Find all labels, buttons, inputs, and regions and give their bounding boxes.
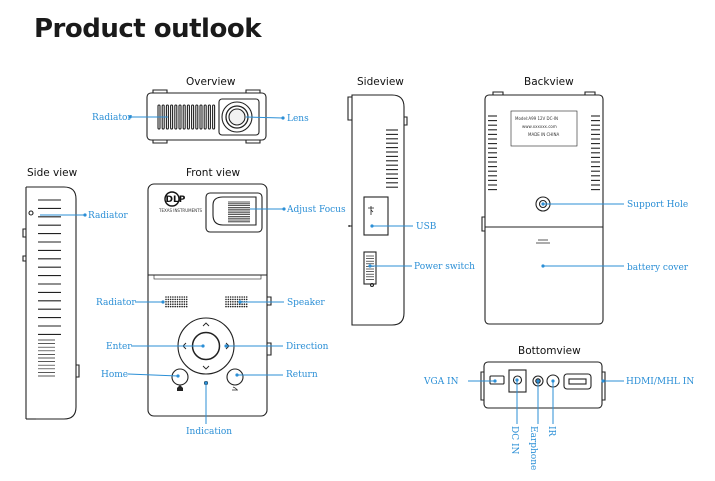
power-switch-ridges: [366, 255, 374, 280]
page-title: Product outlook: [34, 14, 261, 44]
overview-heading: Overview: [186, 76, 236, 88]
callout-labels: Radiator Lens Adjust Focus Radiator Radi…: [88, 113, 694, 470]
callout-dc-in: DC IN: [509, 426, 519, 455]
callout-radiator-side: Radiator: [88, 211, 128, 221]
callout-radiator-top: Radiator: [92, 113, 132, 123]
callout-radiator-front: Radiator: [96, 298, 136, 308]
bottomview-heading: Bottomview: [518, 345, 581, 357]
callout-power-switch: Power switch: [414, 262, 475, 272]
callout-usb: USB: [416, 222, 437, 232]
callout-speaker: Speaker: [287, 298, 325, 308]
callout-ir: IR: [546, 426, 556, 437]
callout-adjust-focus: Adjust Focus: [286, 205, 346, 215]
callout-vga-in: VGA IN: [423, 377, 459, 387]
rating-label: Model:A99 12V DC-IN www.xxxxxx.com MADE …: [515, 116, 559, 137]
callout-lens: Lens: [287, 114, 309, 124]
rating-label-line3: MADE IN CHINA: [528, 132, 559, 137]
callout-leaders: [40, 115, 624, 424]
sideview-device: [347, 94, 408, 326]
dlp-logo-subtext: TEXAS INSTRUMENTS: [158, 208, 203, 213]
sideview-vent-slots: [386, 129, 398, 188]
callout-direction: Direction: [286, 342, 329, 352]
callout-earphone: Earphone: [528, 426, 538, 470]
backview-device: [481, 91, 604, 325]
callout-enter: Enter: [106, 342, 132, 352]
rating-label-line1: Model:A99 12V DC-IN: [515, 116, 558, 121]
callout-battery-cover: battery cover: [627, 263, 689, 273]
bottomview-device: [480, 361, 606, 409]
callout-home: Home: [101, 370, 128, 380]
callout-return: Return: [286, 370, 318, 380]
callout-indication: Indication: [186, 427, 232, 437]
front-view-heading: Front view: [186, 167, 241, 179]
side-view-vent-slots: [38, 199, 61, 377]
dlp-logo: DLP TEXAS INSTRUMENTS: [158, 191, 203, 213]
sideview-heading: Sideview: [357, 76, 404, 88]
side-view-heading: Side view: [27, 167, 78, 179]
backview-vent-slots-left: [488, 115, 497, 191]
side-view-device: [22, 186, 80, 420]
focus-wheel: [228, 201, 250, 223]
front-view-device: [147, 183, 272, 417]
callout-hdmi-mhl-in: HDMI/MHL IN: [626, 377, 694, 387]
front-grille-left: [165, 296, 188, 308]
backview-vent-slots-right: [591, 115, 600, 191]
rating-label-line2: www.xxxxxx.com: [522, 124, 557, 129]
callout-support-hole: Support Hole: [627, 200, 688, 210]
dlp-logo-text: DLP: [166, 195, 186, 205]
backview-heading: Backview: [524, 76, 574, 88]
